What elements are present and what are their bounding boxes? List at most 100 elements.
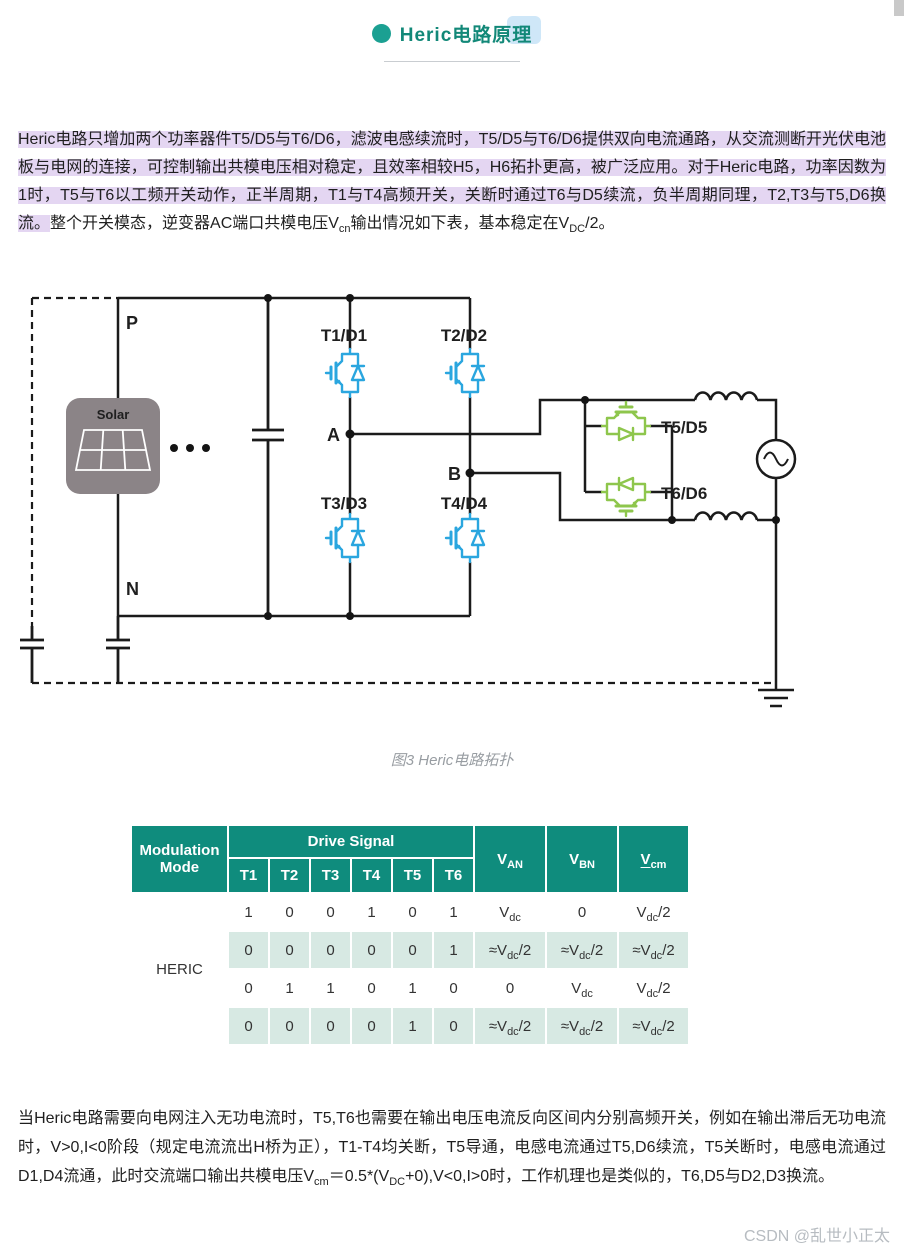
header-t1: T1 bbox=[227, 857, 270, 894]
table-cell: 0 bbox=[227, 930, 270, 970]
modulation-table: Modulation Mode Drive Signal VAN VBN Vcm… bbox=[130, 824, 691, 1046]
table-cell: Vdc bbox=[473, 892, 548, 932]
table-cell: 0 bbox=[391, 930, 434, 970]
table-cell: Vdc bbox=[545, 968, 620, 1008]
label-t6d6: T6/D6 bbox=[661, 484, 707, 503]
table-cell: ≈Vdc/2 bbox=[545, 1006, 620, 1046]
igbt-t1 bbox=[324, 347, 366, 399]
label-t2d2: T2/D2 bbox=[441, 326, 487, 345]
table-cell: ≈Vdc/2 bbox=[617, 930, 691, 970]
label-t3d3: T3/D3 bbox=[321, 494, 367, 513]
output-line-b bbox=[470, 471, 695, 522]
table-cell: 0 bbox=[350, 1006, 393, 1046]
header-t6: T6 bbox=[431, 857, 476, 894]
dc-link-capacitor bbox=[252, 298, 284, 616]
aux-switch-buses bbox=[583, 400, 674, 520]
table-cell: 0 bbox=[227, 968, 270, 1008]
table-cell: ≈Vdc/2 bbox=[617, 1006, 691, 1046]
ac-sine-wave bbox=[763, 451, 789, 467]
table-cell: 1 bbox=[391, 968, 434, 1008]
igbt-t6 bbox=[600, 476, 652, 518]
table-cell: 0 bbox=[350, 968, 393, 1008]
table-cell: 0 bbox=[227, 1006, 270, 1046]
table-cell: 0 bbox=[268, 892, 311, 932]
igbt-t4 bbox=[444, 512, 486, 564]
title-highlight-pill bbox=[507, 16, 542, 44]
outro-paragraph: 当Heric电路需要向电网注入无功电流时，T5,T6也需要在输出电压电流反向区间… bbox=[18, 1110, 886, 1189]
pv-module-icon: Solar bbox=[66, 398, 160, 494]
circuit-wires bbox=[20, 296, 797, 708]
scrollbar[interactable] bbox=[894, 0, 904, 16]
igbt-t2 bbox=[444, 347, 486, 399]
table-cell: ≈Vdc/2 bbox=[473, 930, 548, 970]
table-cell: Vdc/2 bbox=[617, 892, 691, 932]
header-vbn: VBN bbox=[545, 824, 620, 894]
dc-bus-wires bbox=[116, 296, 470, 618]
solar-label: Solar bbox=[97, 407, 130, 422]
table-cell: 1 bbox=[431, 892, 476, 932]
header-vcm: Vcm bbox=[617, 824, 691, 894]
table-cell: 0 bbox=[391, 892, 434, 932]
label-n: N bbox=[126, 579, 139, 599]
table-row: HERIC 1 0 0 1 0 1 Vdc 0 Vdc/2 bbox=[130, 892, 691, 1046]
header-t5: T5 bbox=[391, 857, 434, 894]
table-cell: 1 bbox=[350, 892, 393, 932]
header-modulation-mode: Modulation Mode bbox=[130, 824, 229, 894]
inductor-top bbox=[693, 391, 778, 440]
table-cell: 1 bbox=[309, 968, 352, 1008]
table-cell: 0 bbox=[545, 892, 620, 932]
bullet-circle-icon bbox=[371, 24, 391, 43]
figure-caption: 图3 Heric电路拓扑 bbox=[390, 752, 514, 769]
table-cell: 0 bbox=[309, 892, 352, 932]
page-title-text: Heric电路原理 bbox=[399, 25, 533, 46]
label-a: A bbox=[327, 425, 340, 445]
header-drive-signal: Drive Signal bbox=[226, 824, 476, 859]
table-cell: 1 bbox=[227, 892, 270, 932]
table-cell: ≈Vdc/2 bbox=[473, 1006, 548, 1046]
title-row: Heric电路原理 bbox=[0, 16, 904, 47]
table-row: 0 0 0 0 1 0 ≈Vdc/2 ≈Vdc/2 ≈Vdc/2 bbox=[131, 1006, 691, 1046]
label-t1d1: T1/D1 bbox=[321, 326, 367, 345]
table-cell: 0 bbox=[309, 1006, 352, 1046]
group-label-heric: HERIC bbox=[130, 892, 229, 1046]
intro-paragraph: Heric电路只增加两个功率器件T5/D5与T6/D6，滤波电感续流时，T5/D… bbox=[0, 126, 904, 238]
label-t4d4: T4/D4 bbox=[441, 494, 488, 513]
parasitic-capacitor-1 bbox=[20, 626, 44, 683]
igbt-t3 bbox=[324, 512, 366, 564]
table-cell: 1 bbox=[268, 968, 311, 1008]
table-cell: 0 bbox=[473, 968, 548, 1008]
heric-circuit-diagram: Solar P N A B T1/D1 T2/D2 T3/D3 T4/D4 T5… bbox=[20, 294, 797, 708]
page-title: Heric电路原理 bbox=[399, 16, 542, 47]
igbt-t5 bbox=[600, 400, 652, 442]
header-t4: T4 bbox=[350, 857, 393, 894]
table-cell: 0 bbox=[431, 1006, 476, 1046]
table-cell: 0 bbox=[268, 1006, 311, 1046]
header: Heric电路原理 bbox=[0, 0, 904, 62]
table-cell: 1 bbox=[391, 1006, 434, 1046]
output-line-a bbox=[350, 398, 695, 436]
table-cell: ≈Vdc/2 bbox=[545, 930, 620, 970]
table-row: 0 0 0 0 0 1 ≈Vdc/2 ≈Vdc/2 ≈Vdc/2 bbox=[131, 930, 691, 970]
table-header-row-2: T1 T2 T3 T4 T5 T6 bbox=[131, 857, 689, 894]
watermark: CSDN @乱世小正太 bbox=[743, 1228, 890, 1245]
table-cell: 1 bbox=[431, 930, 476, 970]
title-underline bbox=[384, 61, 520, 62]
dashed-ground-path bbox=[30, 296, 776, 685]
label-t5d5: T5/D5 bbox=[661, 418, 707, 437]
table-row: 0 1 1 0 1 0 0 Vdc Vdc/2 bbox=[131, 968, 691, 1008]
table-header-row-1: Modulation Mode Drive Signal VAN VBN Vcm bbox=[130, 824, 691, 894]
pv-ellipsis-dots bbox=[170, 444, 210, 452]
table-cell: 0 bbox=[268, 930, 311, 970]
table-cell: 0 bbox=[309, 930, 352, 970]
intro-plain-text: 整个开关模态，逆变器AC端口共模电压Vcn输出情况如下表，基本稳定在VDC/2。 bbox=[50, 215, 615, 236]
junction-dots bbox=[264, 294, 780, 620]
label-b: B bbox=[448, 464, 461, 484]
header-van: VAN bbox=[473, 824, 548, 894]
ground-icon bbox=[758, 520, 794, 708]
table-cell: 0 bbox=[431, 968, 476, 1008]
table-cell: 0 bbox=[350, 930, 393, 970]
parasitic-capacitor-2 bbox=[106, 616, 130, 683]
header-t2: T2 bbox=[268, 857, 311, 894]
diagram-labels: P N A B T1/D1 T2/D2 T3/D3 T4/D4 T5/D5 T6… bbox=[126, 313, 707, 599]
label-p: P bbox=[126, 313, 138, 333]
